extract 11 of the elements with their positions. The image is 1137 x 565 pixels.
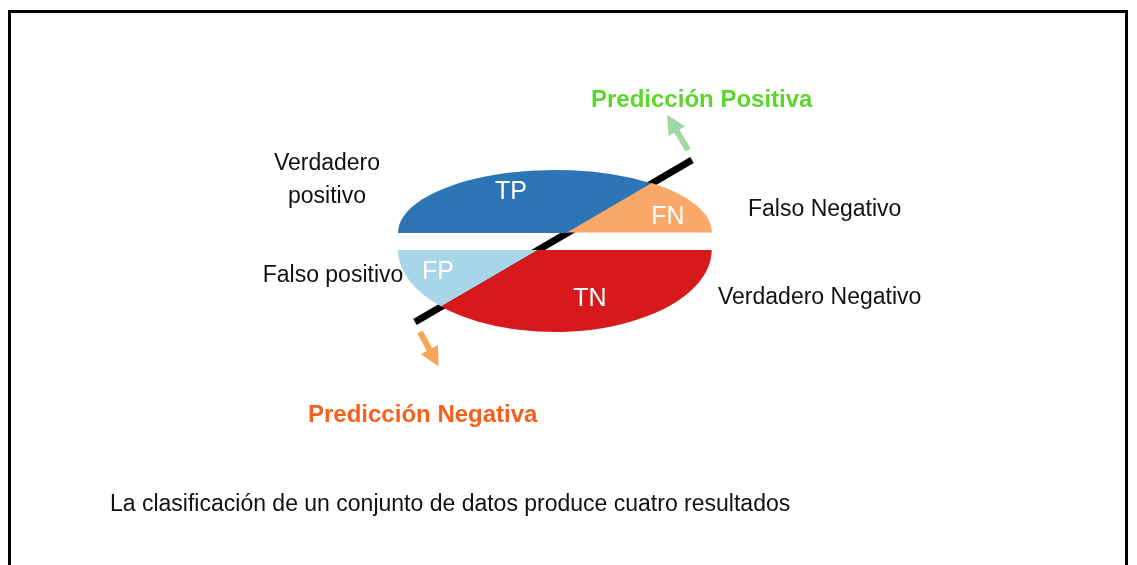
segment-label: TN [573, 284, 607, 310]
outcome-label: Falso Negativo [748, 194, 903, 223]
segment-label: FP [422, 257, 454, 283]
segment-label: FN [651, 202, 685, 228]
prediction-label: Predicción Negativa [308, 400, 538, 428]
outcome-label: Falso positivo [261, 260, 405, 289]
outcome-label: Verdadero Negativo [718, 282, 923, 311]
outcome-label: Verdadero positivo [272, 148, 382, 211]
prediction-label: Predicción Positiva [591, 85, 813, 113]
caption: La clasificación de un conjunto de datos produce cuatro resultados [110, 490, 791, 517]
segment-label: TP [495, 177, 527, 203]
